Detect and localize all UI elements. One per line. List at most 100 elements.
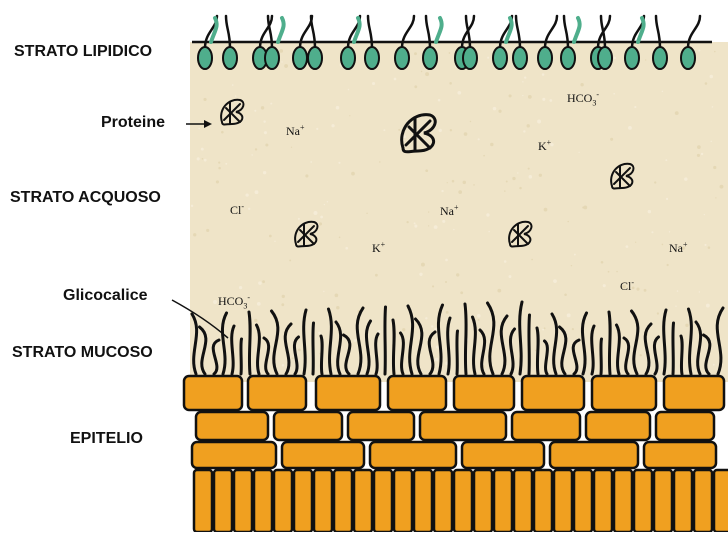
label-proteine: Proteine — [101, 114, 165, 132]
texture-speck — [583, 205, 587, 209]
texture-speck — [498, 110, 501, 113]
texture-speck — [197, 157, 200, 160]
texture-speck — [464, 132, 468, 136]
texture-speck — [542, 329, 544, 331]
epithelial-cell — [644, 442, 716, 468]
texture-speck — [375, 274, 378, 277]
texture-speck — [506, 180, 508, 182]
epithelial-cell — [274, 412, 342, 440]
epithelial-cell — [550, 442, 638, 468]
texture-speck — [452, 180, 455, 183]
texture-speck — [701, 153, 703, 155]
texture-speck — [445, 281, 447, 283]
texture-speck — [708, 335, 710, 337]
texture-speck — [254, 319, 257, 322]
texture-speck — [634, 106, 636, 108]
texture-speck — [677, 290, 679, 292]
epithelium-cells — [184, 376, 728, 532]
lipid-head — [308, 47, 322, 69]
texture-speck — [262, 280, 265, 283]
texture-speck — [279, 49, 283, 53]
texture-speck — [316, 128, 318, 130]
lipid-head — [423, 47, 437, 69]
texture-speck — [251, 154, 252, 155]
texture-speck — [705, 82, 708, 85]
texture-speck — [713, 364, 715, 366]
texture-speck — [421, 71, 422, 72]
texture-speck — [414, 52, 417, 55]
texture-speck — [318, 332, 321, 335]
epithelial-cell — [388, 376, 446, 410]
texture-speck — [265, 144, 268, 147]
ion-na-1: Na+ — [286, 123, 305, 139]
texture-speck — [522, 81, 523, 82]
basal-cell — [494, 470, 512, 532]
epithelial-cell — [348, 412, 414, 440]
texture-speck — [610, 138, 613, 141]
label-strato-acquoso: STRATO ACQUOSO — [10, 189, 161, 207]
texture-speck — [213, 300, 217, 304]
texture-speck — [628, 126, 632, 130]
epithelial-cell — [462, 442, 544, 468]
texture-speck — [704, 214, 705, 215]
mucin-strand — [249, 312, 250, 374]
texture-speck — [571, 265, 572, 266]
texture-speck — [488, 231, 490, 233]
basal-cell — [274, 470, 292, 532]
epithelial-cell — [586, 412, 650, 440]
basal-cell — [434, 470, 452, 532]
texture-speck — [324, 204, 325, 205]
texture-speck — [456, 273, 459, 276]
texture-speck — [497, 289, 501, 293]
texture-speck — [425, 169, 428, 172]
texture-speck — [644, 289, 647, 292]
texture-speck — [232, 84, 234, 86]
texture-speck — [414, 85, 417, 88]
texture-speck — [282, 295, 285, 298]
texture-speck — [478, 319, 480, 321]
mucin-strand — [385, 307, 386, 374]
texture-speck — [699, 291, 700, 292]
epithelial-cell — [184, 376, 242, 410]
texture-speck — [421, 263, 425, 267]
texture-speck — [282, 364, 284, 366]
texture-speck — [323, 291, 324, 292]
texture-speck — [710, 141, 712, 143]
ion-na-3: Na+ — [669, 240, 688, 256]
mucin-strand — [601, 339, 602, 374]
lipid-head — [598, 47, 612, 69]
lipid-head — [681, 47, 695, 69]
epithelial-cell — [420, 412, 506, 440]
texture-speck — [248, 208, 250, 210]
texture-speck — [419, 273, 422, 276]
texture-speck — [348, 89, 350, 91]
mucin-strand — [681, 336, 682, 374]
texture-speck — [531, 259, 533, 261]
ion-na-2: Na+ — [440, 203, 459, 219]
texture-speck — [504, 190, 505, 191]
texture-speck — [354, 339, 357, 342]
texture-speck — [697, 154, 700, 157]
texture-speck — [528, 168, 530, 170]
texture-speck — [403, 135, 406, 138]
basal-cell — [194, 470, 212, 532]
texture-speck — [441, 190, 443, 192]
texture-speck — [706, 304, 710, 308]
texture-speck — [537, 120, 541, 124]
texture-speck — [517, 172, 518, 173]
basal-cell — [514, 470, 532, 532]
mucin-strand — [609, 312, 610, 374]
texture-speck — [666, 198, 668, 200]
texture-speck — [613, 57, 616, 60]
texture-speck — [402, 328, 405, 331]
texture-speck — [425, 317, 427, 319]
mucin-strand — [537, 328, 538, 374]
lipid-head — [561, 47, 575, 69]
texture-speck — [406, 221, 408, 223]
texture-speck — [289, 259, 291, 261]
texture-speck — [712, 106, 714, 108]
texture-speck — [398, 129, 400, 131]
basal-cell — [534, 470, 552, 532]
lipid-head — [265, 47, 279, 69]
